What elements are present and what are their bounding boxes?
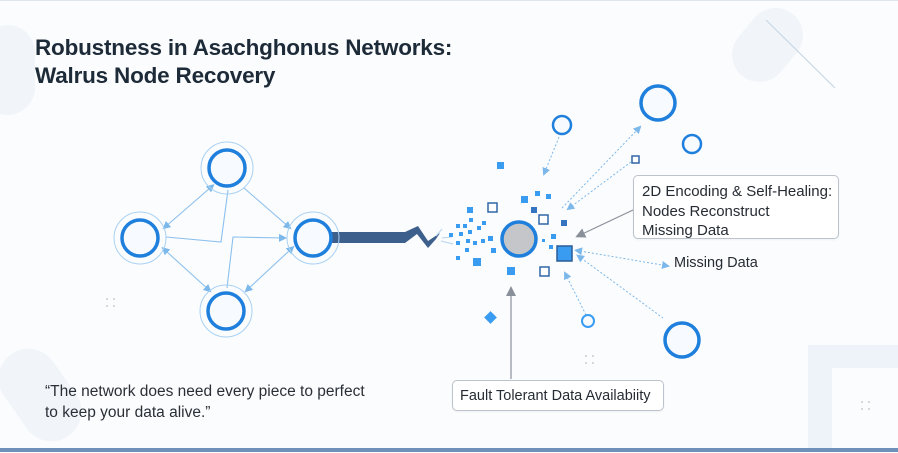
decorative-dots (584, 354, 596, 366)
missing-data-label: Missing Data (674, 255, 758, 271)
data-fragments (449, 162, 556, 275)
decorative-shape (0, 25, 35, 115)
node-top (200, 141, 254, 195)
title-line-2: Walrus Node Recovery (35, 63, 276, 88)
diamond-marker (484, 311, 497, 324)
bottom-border (0, 448, 898, 452)
page-title: Robustness in Asachghonus Networks: Walr… (35, 34, 452, 90)
self-healing-callout: 2D Encoding & Self-Healing: Nodes Recons… (633, 175, 839, 239)
healing-pointer (575, 209, 634, 238)
node-right (286, 211, 340, 265)
failed-node (500, 220, 538, 258)
fault-tolerant-callout: Fault Tolerant Data Availabiity (452, 380, 664, 411)
edge-top-right (243, 187, 292, 230)
peer-large-top (639, 84, 677, 122)
arrow-from-small-bottom-peer (564, 271, 587, 316)
arrow-to-large-bottom-peer (576, 254, 664, 319)
peer-small-top-right (681, 133, 703, 155)
decorative-dots (105, 297, 117, 309)
edge-right-bottom (244, 245, 295, 293)
decorative-dots (860, 400, 872, 412)
callout-line-2: Nodes Reconstruct (642, 202, 770, 220)
data-fragments-outline (487, 155, 640, 277)
cluster-edges (161, 184, 295, 293)
node-left (113, 211, 167, 265)
title-line-1: Robustness in Asachghonus Networks: (35, 35, 453, 60)
peer-small-upper-left (551, 114, 573, 136)
break-sparks (435, 228, 454, 245)
edge-top-to-left-zigzag (165, 189, 229, 243)
callout-line-3: Missing Data (642, 222, 729, 239)
quote-line-2: to keep your data alive.” (45, 404, 211, 421)
arrow-to-large-top-peer (561, 125, 642, 209)
quote-line-1: “The network does need every piece to pe… (45, 383, 365, 400)
edge-top-left (162, 184, 215, 230)
peer-large-bottom-right (663, 321, 701, 359)
decorative-frame-inner (832, 368, 898, 448)
missing-fragment-highlight (556, 245, 573, 262)
peer-small-bottom (581, 314, 595, 328)
edge-left-bottom (161, 246, 212, 293)
quote-text: “The network does need every piece to pe… (45, 381, 365, 423)
recovery-arrows (542, 125, 670, 319)
broken-link (326, 226, 440, 248)
node-bottom (199, 284, 253, 338)
data-fragments-dark (531, 207, 567, 226)
decorative-line (765, 19, 836, 89)
edge-bottom-to-right-zigzag (226, 233, 287, 289)
arrow-from-square (566, 161, 632, 211)
arrow-from-small-peer (542, 136, 560, 176)
top-border (0, 0, 898, 1)
arrow-to-missing-label (574, 247, 670, 269)
callout-line-1: 2D Encoding & Self-Healing: (642, 183, 833, 200)
